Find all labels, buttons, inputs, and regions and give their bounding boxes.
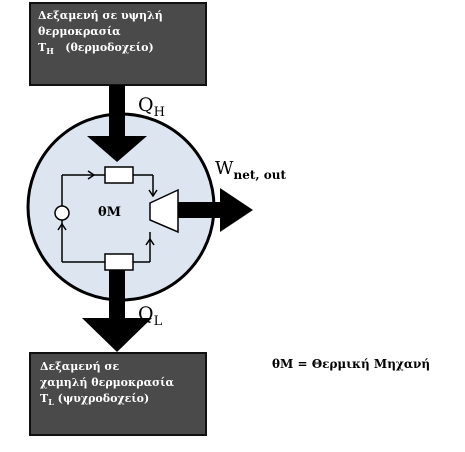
- condenser-component: [104, 253, 134, 271]
- hot-reservoir-temp-symbol: T: [38, 41, 47, 54]
- cold-reservoir-temp-rest: (ψυχροδοχείο): [57, 392, 150, 405]
- cold-reservoir-line2: χαμηλή θερμοκρασία: [40, 376, 174, 389]
- hot-reservoir-temp-sub: H: [46, 46, 54, 56]
- engine-label: θΜ: [98, 205, 122, 220]
- heat-out-sub: L: [153, 314, 163, 329]
- engine-cycle-schematic: [57, 170, 158, 263]
- heat-out-symbol: Q: [138, 303, 154, 325]
- cold-reservoir-line1: Δεξαμενή σε: [40, 360, 120, 373]
- hot-reservoir-text: Δεξαμενή σε υψηλή θερμοκρασία TH (θερμοδ…: [38, 8, 163, 56]
- cold-reservoir-text: Δεξαμενή σε χαμηλή θερμοκρασία TL (ψυχρο…: [40, 359, 174, 407]
- heat-in-sub: H: [153, 105, 165, 120]
- hot-reservoir-line1: Δεξαμενή σε υψηλή: [38, 9, 163, 22]
- heat-in-symbol: Q: [138, 94, 154, 116]
- heat-in-label: QH: [138, 94, 165, 120]
- cold-reservoir-temp-sub: L: [48, 397, 54, 407]
- hot-reservoir-line3: TH (θερμοδοχείο): [38, 40, 163, 56]
- pump-component: [54, 205, 70, 221]
- work-out-symbol: W: [215, 158, 234, 179]
- turbine-component: [149, 188, 179, 234]
- heat-out-arrow: [82, 268, 152, 352]
- legend-text: θΜ = Θερμική Μηχανή: [272, 357, 431, 371]
- work-out-sub: net, out: [233, 168, 287, 182]
- cold-reservoir-box: [29, 352, 207, 436]
- boiler-component: [104, 166, 134, 184]
- work-out-label: Wnet, out: [215, 158, 287, 182]
- heat-out-label: QL: [138, 303, 162, 329]
- hot-reservoir-box: [29, 2, 207, 86]
- cold-reservoir-temp-symbol: T: [40, 392, 49, 405]
- cold-reservoir-line3: TL (ψυχροδοχείο): [40, 391, 174, 407]
- hot-reservoir-line2: θερμοκρασία: [38, 25, 121, 38]
- heat-in-arrow: [87, 85, 147, 162]
- work-out-arrow: [178, 188, 253, 232]
- hot-reservoir-temp-rest: (θερμοδοχείο): [65, 41, 154, 54]
